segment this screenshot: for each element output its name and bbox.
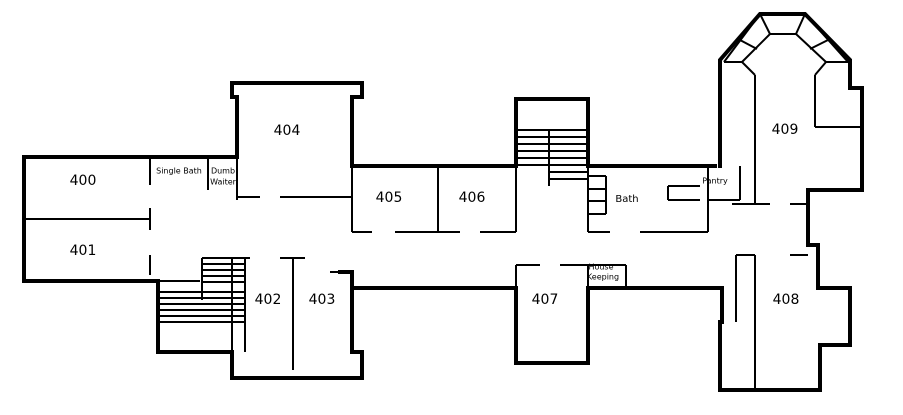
dumb-waiter-label-line1: Dumb [211,167,235,176]
room-405-label: 405 [376,190,403,206]
stairs-upper [516,129,607,215]
housekeeping-label-line1: House [588,263,613,272]
room-404-label: 404 [274,123,301,139]
room-400-label: 400 [70,173,97,189]
room-402-label: 402 [255,292,282,308]
apse-windows [723,13,849,76]
outer-walls [22,12,864,392]
dumb-waiter-label-line2: Waiter [210,178,237,187]
space-labels: Single Bath Dumb Waiter Bath Pantry Hous… [156,167,728,282]
interior-walls [24,75,862,390]
room-401-label: 401 [70,243,97,259]
bath-label: Bath [615,194,638,205]
single-bath-label: Single Bath [156,167,202,176]
room-407-label: 407 [532,292,559,308]
room-409-label: 409 [772,122,799,138]
room-406-label: 406 [459,190,486,206]
room-408-label: 408 [773,292,800,308]
housekeeping-label-line2: Keeping [587,273,619,282]
stairs-lower [160,257,246,352]
room-403-label: 403 [309,292,336,308]
room-labels: 400 401 402 403 404 405 406 407 408 409 [70,122,800,308]
pantry-label: Pantry [702,177,728,186]
